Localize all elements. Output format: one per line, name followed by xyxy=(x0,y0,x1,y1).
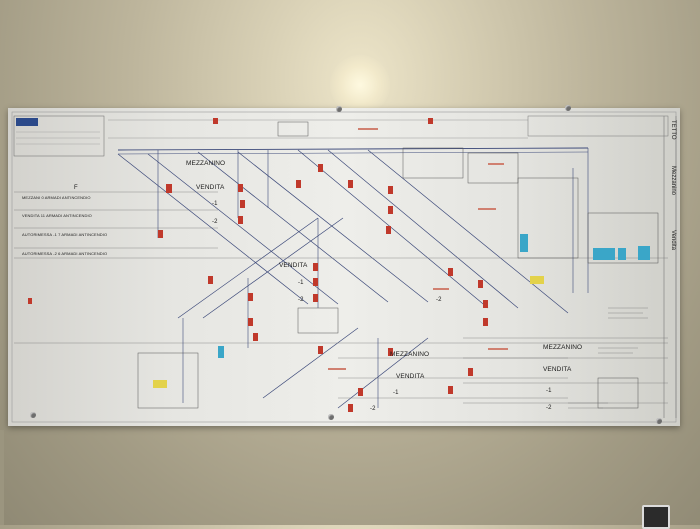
legend-row-3: AUTORIMESSA -1 7 ARMADI ANTINCENDIO xyxy=(22,232,108,237)
fire-system-schematic-board: F MEZZANI 0 ARMADI ANTINCENDIO VENDITA 1… xyxy=(8,108,680,426)
legend-row-1: MEZZANI 0 ARMADI ANTINCENDIO xyxy=(22,195,91,200)
level-minus1-center: -1 xyxy=(298,280,304,286)
schematic-lines xyxy=(11,111,677,423)
wall-cable xyxy=(0,430,4,525)
side-label-vendita: Vendita xyxy=(670,230,676,251)
wall-socket xyxy=(642,505,670,529)
side-label-mezzanino: Mezzanino xyxy=(670,166,676,196)
level-mezzanino-bottom: MEZZANINO xyxy=(390,351,430,358)
legend-row-4: AUTORIMESSA -2 6 ARMADI ANTINCENDIO xyxy=(22,251,108,256)
level-vendita-left: VENDITA xyxy=(196,184,225,191)
level-minus2-bottom: -2 xyxy=(370,406,376,412)
mount-screw xyxy=(30,412,36,418)
level-minus1-right: -1 xyxy=(546,388,552,394)
level-minus1-left: -1 xyxy=(212,201,218,207)
level-minus2-right: -2 xyxy=(546,405,552,411)
level-mezzanino-left: MEZZANINO xyxy=(186,160,226,167)
level-mezzanino-right: MEZZANINO xyxy=(543,344,583,351)
level-minus1-bottom: -1 xyxy=(393,390,399,396)
mount-screw xyxy=(328,414,334,420)
level-minus2-center: -2 xyxy=(298,297,304,303)
level-minus2-mid: -2 xyxy=(436,297,442,303)
level-minus2-left: -2 xyxy=(212,219,218,225)
mount-screw xyxy=(656,418,662,424)
level-vendita-right: VENDITA xyxy=(543,366,572,373)
mount-screw xyxy=(565,105,571,111)
level-vendita-bottom: VENDITA xyxy=(396,373,425,380)
legend-row-2: VENDITA 11 ARMADI ANTINCENDIO xyxy=(22,213,92,218)
legend-f-label: F xyxy=(74,185,78,191)
side-label-tetto: TETTO xyxy=(670,120,676,140)
light-glare xyxy=(330,55,390,115)
level-vendita-center: VENDITA xyxy=(279,262,308,269)
mount-screw xyxy=(336,106,342,112)
